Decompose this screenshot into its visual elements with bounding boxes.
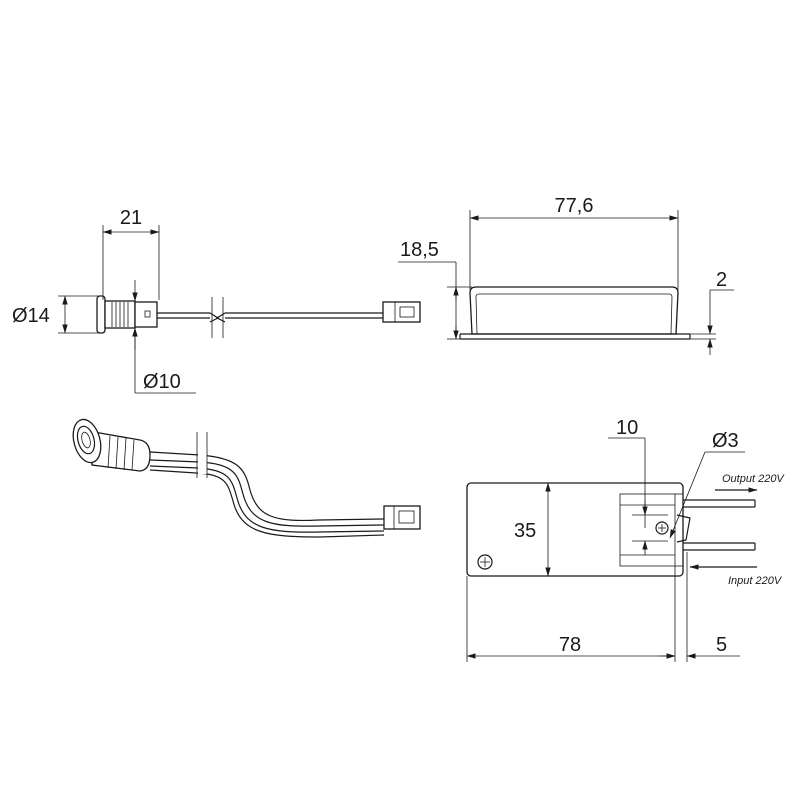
dim-driver-foot-offset-label: 2 <box>716 269 727 291</box>
dim-driver-width-label: 35 <box>514 520 536 542</box>
dim-driver-foot-offset: 2 <box>690 269 734 355</box>
dim-sensor-flange-diameter-label: Ø14 <box>12 305 50 327</box>
driver-side-view <box>459 286 691 340</box>
dim-sensor-flange-diameter: Ø14 <box>12 295 100 334</box>
dim-driver-length-top: 77,6 <box>469 195 679 290</box>
dim-driver-length-label: 78 <box>559 634 581 656</box>
dim-terminal-protrusion: 5 <box>660 552 740 662</box>
dim-driver-height: 18,5 <box>398 239 472 340</box>
dim-driver-length: 78 <box>466 566 676 662</box>
sensor-perspective-view <box>72 418 421 538</box>
dim-terminal-protrusion-label: 5 <box>716 634 727 656</box>
dim-sensor-body-diameter: Ø10 <box>132 280 196 394</box>
sensor-side-view <box>96 295 421 338</box>
output-label: Output 220V <box>722 473 785 485</box>
dim-driver-length-top-label: 77,6 <box>555 195 594 217</box>
input-label: Input 220V <box>728 575 783 587</box>
dim-driver-width: 35 <box>514 482 551 577</box>
output-indicator: Output 220V <box>715 473 785 493</box>
input-indicator: Input 220V <box>689 564 783 587</box>
dim-driver-height-label: 18,5 <box>400 239 439 261</box>
dim-sensor-length-label: 21 <box>120 207 142 229</box>
driver-top-view <box>466 482 756 577</box>
dim-hole-diameter-label: Ø3 <box>712 430 739 452</box>
dim-terminal-width: 10 <box>608 417 668 555</box>
dim-hole-diameter: Ø3 <box>669 430 745 539</box>
dim-sensor-body-diameter-label: Ø10 <box>143 371 181 393</box>
dim-sensor-length: 21 <box>102 207 160 300</box>
dim-terminal-width-label: 10 <box>616 417 638 439</box>
